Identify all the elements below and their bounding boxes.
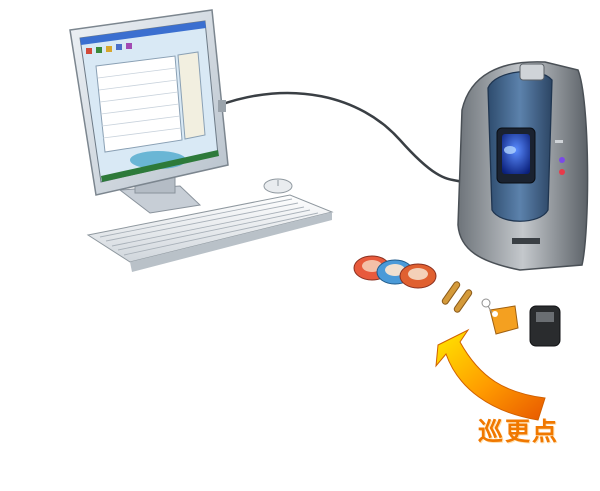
key-fob-tag — [481, 298, 519, 335]
reader-clip — [519, 63, 545, 81]
computer — [69, 9, 463, 272]
screen-toolbar — [86, 43, 132, 54]
usb-cable — [219, 91, 463, 184]
patrol-reader — [487, 63, 553, 222]
tool-icon — [126, 43, 132, 49]
tool-icon — [96, 47, 102, 53]
checkpoint-arrow — [435, 328, 546, 421]
keyboard — [86, 194, 334, 272]
keyboard-keys — [99, 198, 319, 256]
led-label — [555, 140, 563, 143]
status-led — [559, 157, 565, 163]
pane-rows — [97, 67, 182, 139]
checkpoint-tokens — [353, 255, 561, 347]
data-pane — [95, 55, 183, 153]
docking-cradle — [457, 61, 589, 271]
mouse — [263, 178, 293, 194]
taskbar — [101, 150, 219, 182]
window-title-bar — [80, 21, 206, 45]
card-tag — [529, 305, 561, 347]
cable-plug — [218, 100, 226, 112]
reader-lcd — [502, 134, 530, 174]
power-led — [559, 169, 565, 175]
tool-icon — [106, 46, 112, 52]
checkpoint-caption: 巡更点 — [478, 417, 560, 446]
glass-tube-tag — [441, 281, 461, 305]
side-pane — [177, 51, 206, 140]
brand-plate — [512, 238, 540, 244]
glass-tube-tag — [453, 289, 473, 313]
tool-icon — [86, 48, 92, 54]
monitor — [69, 9, 229, 196]
tool-icon — [116, 44, 122, 50]
rfid-coin-tag — [399, 263, 437, 289]
